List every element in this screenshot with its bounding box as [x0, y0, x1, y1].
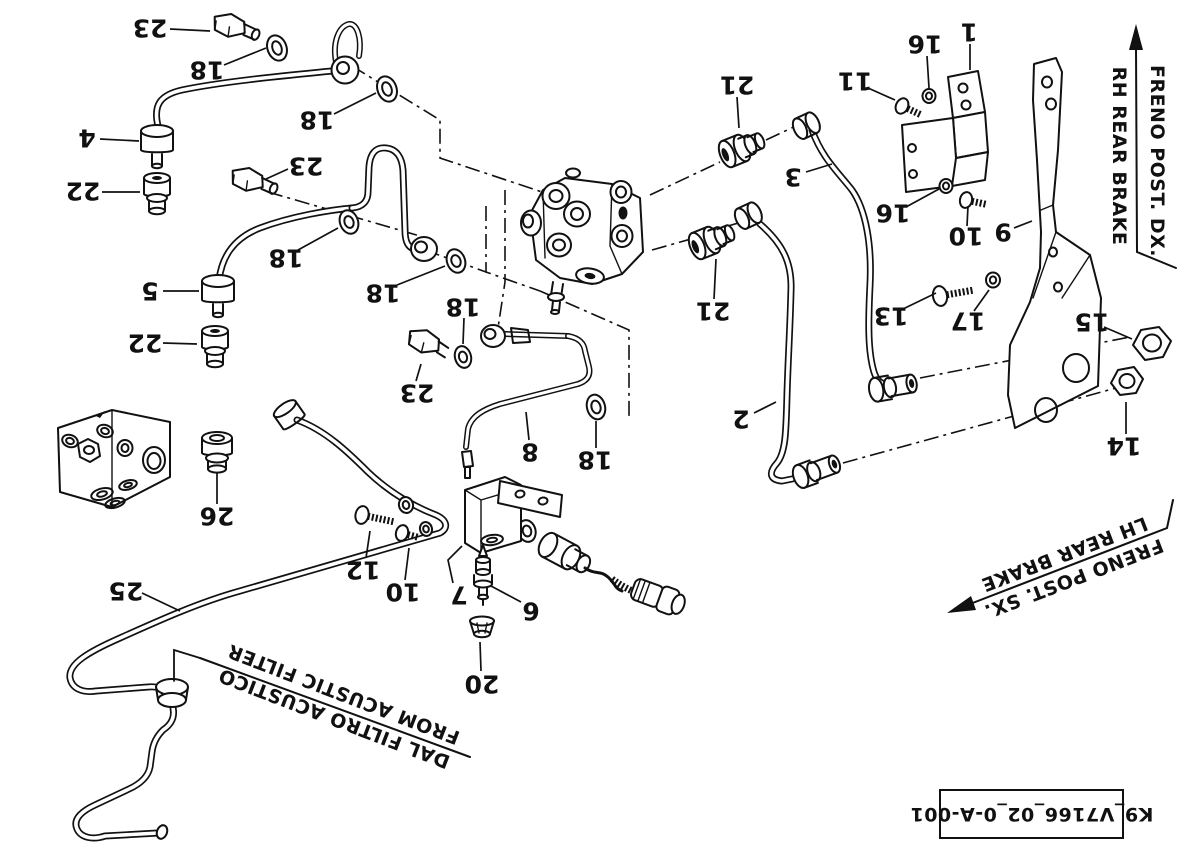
callout-leader-18	[396, 265, 446, 286]
callout-leader-13	[902, 292, 937, 310]
callout-leader-3	[805, 163, 833, 173]
drawing-number: K9_V7166_02_0-A-001	[909, 803, 1154, 825]
callout-leader-18	[223, 47, 267, 66]
callout-21: 21	[696, 297, 731, 326]
callout-25: 25	[109, 577, 144, 606]
hex-plugs	[213, 13, 450, 359]
callout-leader-23	[415, 363, 422, 382]
nuts	[1110, 326, 1172, 396]
rh-arrow-icon	[1129, 24, 1143, 50]
callout-5: 5	[141, 277, 158, 306]
drawing-number-box: K9_V7166_02_0-A-001	[910, 789, 1153, 839]
rh-rear-brake-label-en: RH REAR BRAKE	[1108, 66, 1130, 246]
callout-leader-23	[265, 168, 289, 180]
tube-nuts	[140, 124, 306, 431]
callout-3: 3	[784, 163, 801, 192]
callout-17: 17	[951, 307, 986, 336]
callout-16: 16	[876, 199, 911, 228]
callout-leader-22	[162, 342, 198, 345]
callout-leader-17	[973, 289, 990, 312]
callout-13: 13	[874, 302, 909, 331]
pressure-switch	[537, 531, 592, 574]
rh-rear-brake-label-it: FRENO POST. DX.	[1146, 64, 1168, 258]
callout-leader-25	[141, 592, 181, 612]
callout-leader-9	[1013, 220, 1033, 229]
callout-23: 23	[133, 14, 168, 43]
filter-label-rule	[199, 657, 471, 758]
callout-18: 18	[269, 244, 304, 273]
valve-body	[520, 167, 644, 315]
callout-18: 18	[446, 293, 481, 322]
callout-leader-11	[867, 87, 896, 101]
banjo-fittings	[330, 55, 531, 479]
cap-20	[469, 615, 495, 639]
callout-20: 20	[465, 670, 500, 699]
pipe-25-union	[155, 678, 189, 708]
callout-2: 2	[732, 405, 749, 434]
bracket-1	[901, 70, 989, 193]
callout-leader-16	[926, 55, 930, 89]
connector	[630, 578, 686, 616]
cartridge-fittings	[687, 111, 918, 489]
callout-leader-18	[333, 92, 377, 115]
callout-7: 7	[450, 581, 467, 610]
callout-18: 18	[366, 279, 401, 308]
callout-23: 23	[400, 379, 435, 408]
callout-leader-21	[713, 258, 717, 300]
callout-18: 18	[190, 56, 225, 85]
callout-23: 23	[289, 152, 324, 181]
callout-leader-8	[525, 411, 530, 441]
callout-leader-18	[462, 317, 465, 345]
pipes	[70, 24, 882, 840]
callout-6: 6	[522, 597, 539, 626]
callout-leader-15	[1103, 326, 1133, 340]
callout-1: 1	[960, 18, 977, 47]
callout-18: 18	[578, 446, 613, 475]
seal-rings	[266, 34, 607, 543]
callout-leader-6	[490, 585, 522, 603]
annotation-lines	[173, 24, 1177, 758]
callout-4: 4	[78, 124, 95, 153]
callout-22: 22	[128, 329, 163, 358]
callout-leader-21	[736, 96, 740, 129]
callout-10: 10	[386, 578, 421, 607]
bleeder-6	[473, 544, 493, 606]
callout-16: 16	[908, 30, 943, 59]
callout-leader-10	[404, 547, 410, 581]
callout-leader-7	[447, 545, 463, 584]
callout-leader-2	[753, 401, 777, 414]
callout-14: 14	[1107, 432, 1142, 461]
callout-18: 18	[300, 106, 335, 135]
callout-26: 26	[200, 502, 235, 531]
construction-lines	[267, 65, 1131, 464]
callout-10: 10	[949, 222, 984, 251]
callout-8: 8	[521, 438, 538, 467]
block-7-assembly	[464, 476, 686, 639]
callout-leader-16	[905, 188, 940, 208]
callout-15: 15	[1075, 308, 1110, 337]
callout-leader-23	[169, 28, 211, 32]
callout-11: 11	[838, 67, 873, 96]
callout-leader-4	[99, 138, 140, 142]
callout-22: 22	[66, 177, 101, 206]
manifold-block	[57, 409, 171, 510]
callout-leader-18	[297, 227, 339, 251]
callout-leader-20	[479, 641, 482, 672]
lh-arrow-icon	[947, 596, 976, 613]
callout-9: 9	[994, 218, 1011, 247]
callout-21: 21	[720, 71, 755, 100]
callout-12: 12	[346, 556, 381, 585]
callout-leader-10	[966, 205, 969, 227]
small-hardware	[354, 88, 1001, 542]
callout-leader-12	[365, 530, 371, 559]
union-fittings	[143, 172, 233, 474]
bracket-9	[1007, 57, 1102, 429]
